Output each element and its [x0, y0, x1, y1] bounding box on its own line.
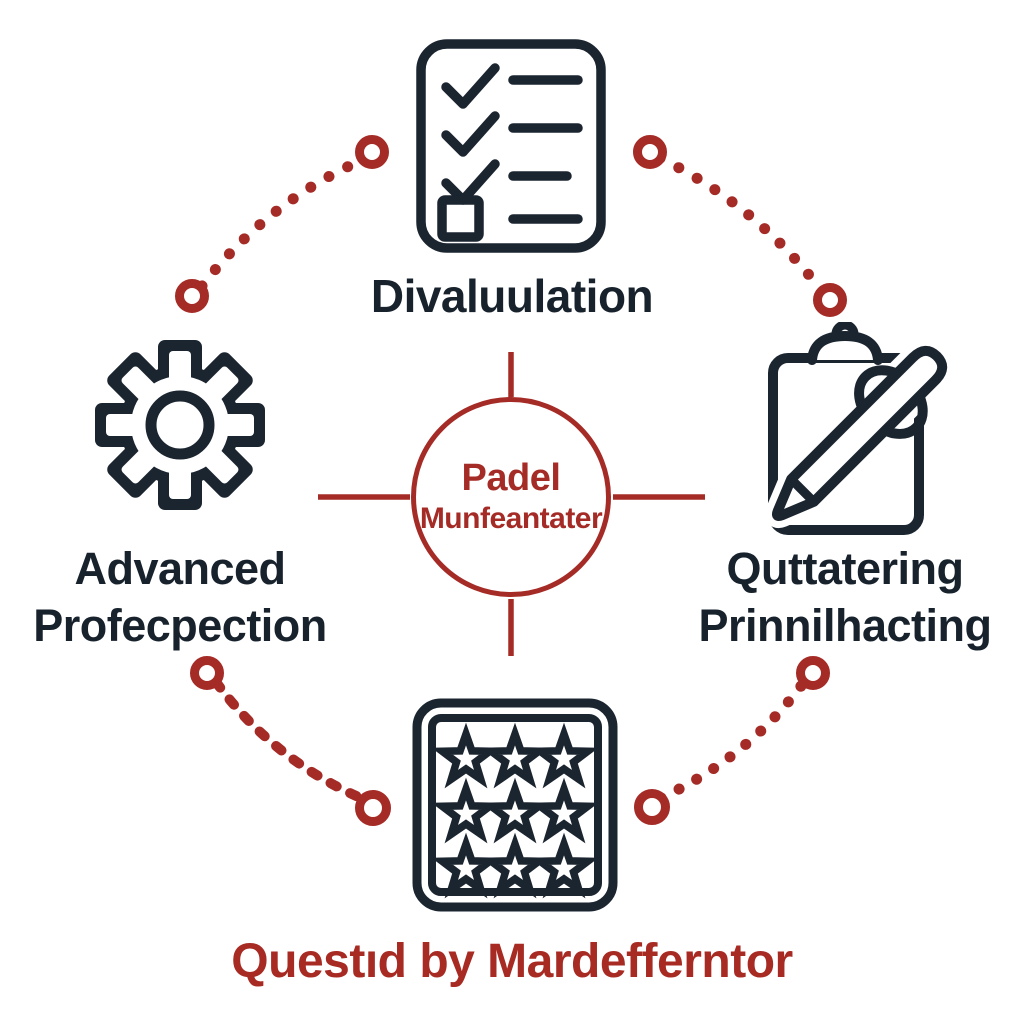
node-label-left-line1: Advanced [74, 543, 286, 594]
connector-top-right [654, 152, 827, 296]
ring-icon [796, 656, 830, 690]
connector-bottom-left [211, 677, 368, 804]
connector-top-left [196, 154, 368, 292]
center-title-line2: Munfeantater [419, 501, 603, 535]
node-label-right-line1: Quttatering [726, 543, 965, 594]
connector-bottom-right [655, 676, 810, 804]
center-hub: Padel Munfeantater [411, 397, 611, 597]
ring-icon [355, 135, 389, 169]
node-label-right-line2: Prinnilhacting [698, 600, 992, 651]
ring-icon [190, 656, 224, 690]
node-label-left: Advanced Profecpection [0, 540, 380, 654]
node-label-left-line2: Profecpection [33, 600, 327, 651]
checklist-icon [416, 39, 606, 253]
dotted-connectors [196, 152, 827, 804]
ring-icon [634, 789, 670, 825]
ring-icon [813, 283, 847, 317]
gear-icon [95, 340, 265, 510]
center-cross-lines [318, 352, 705, 656]
node-label-right: Quttatering Prinnilhacting [645, 540, 1024, 654]
diagram-caption: Questıd by Mardefferntor [231, 935, 793, 988]
star-grid-icon [412, 698, 618, 912]
ring-icon [355, 790, 391, 826]
clipboard-pen-icon [764, 322, 950, 535]
ring-icon [175, 279, 209, 313]
ring-icon [633, 135, 667, 169]
center-title-line1: Padel [461, 457, 561, 500]
connector-end-rings [175, 135, 847, 826]
node-label-top: Divaluulation [370, 270, 654, 322]
